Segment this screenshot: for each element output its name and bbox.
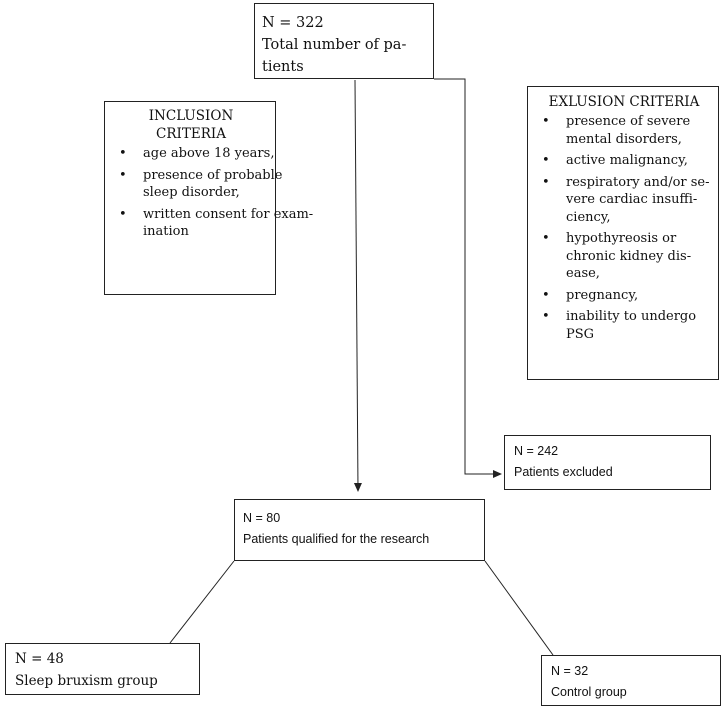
total-count: N = 322 (262, 15, 324, 31)
inclusion-item-text: written consent for exam- (143, 206, 314, 222)
exclusion-item-text: chronic kidney dis- (566, 248, 692, 264)
exclusion-item-text: presence of severe (566, 114, 691, 129)
sleep-bruxism-group-box: N = 48 Sleep bruxism group (5, 643, 200, 695)
inclusion-item-text: presence of probable (143, 167, 283, 183)
branch-line-control (484, 560, 554, 656)
inclusion-item: • age above 18 years, (113, 145, 275, 163)
patients-qualified-box: N = 80 Patients qualified for the resear… (234, 499, 485, 561)
exclusion-item-text: ease, (566, 266, 600, 281)
exclusion-item-text: mental disorders, (566, 131, 682, 147)
arrow-total-to-excluded (434, 78, 502, 478)
control-count: N = 32 (551, 664, 589, 678)
excluded-label: Patients excluded (514, 465, 613, 479)
patients-excluded-box: N = 242 Patients excluded (504, 435, 711, 490)
bullet-icon: • (542, 153, 550, 168)
inclusion-item-text: sleep disorder, (143, 185, 240, 200)
exclusion-title: EXLUSION CRITERIA (548, 94, 700, 110)
inclusion-list: • age above 18 years, • presence of probabl… (113, 145, 314, 241)
exclusion-item-text: active malignancy, (566, 153, 688, 168)
inclusion-item-text: age above 18 years, (143, 146, 275, 161)
exclusion-item: • active malignancy, (536, 152, 712, 170)
exclusion-item-text: hypothyreosis or (566, 231, 677, 246)
exclusion-item: • presence of severe mental disorders, (536, 113, 712, 148)
exclusion-item: • pregnancy, (536, 287, 712, 305)
exclusion-item: • hypothyreosis or chronic kidney dis-ease… (536, 230, 712, 283)
inclusion-title: INCLUSION CRITERIA (148, 108, 234, 142)
inclusion-item-text: ination (143, 224, 189, 239)
inclusion-item: • presence of probable sleep disorder, (113, 167, 283, 202)
total-patients-box: N = 322 Total number of pa- tients (254, 3, 434, 79)
branch-line-bruxism (169, 560, 235, 644)
bullet-icon: • (542, 309, 550, 324)
bruxism-count: N = 48 (15, 651, 64, 667)
inclusion-item: • written consent for exam-ination (113, 206, 314, 241)
exclusion-item: • respiratory and/or se-vere cardiac insu… (536, 174, 712, 227)
inclusion-criteria-box: INCLUSION CRITERIA •age above 18 years,•… (104, 101, 314, 295)
qualified-label: Patients qualified for the research (243, 532, 430, 546)
control-label: Control group (551, 685, 627, 699)
total-label-line1: Total number of pa- (262, 37, 407, 53)
exclusion-item-text: inability to undergo (566, 309, 697, 324)
bullet-icon: • (119, 146, 127, 161)
arrow-total-to-qualified (353, 79, 362, 492)
bullet-icon: • (542, 287, 550, 303)
exclusion-item-text: vere cardiac insuffi- (566, 192, 698, 207)
control-group-box: N = 32 Control group (541, 655, 721, 706)
excluded-count: N = 242 (514, 444, 559, 458)
exclusion-item-text: respiratory and/or se- (566, 174, 710, 190)
exclusion-item-text: PSG (566, 326, 595, 342)
exclusion-list: • presence of severe mental disorders, • act… (536, 113, 712, 343)
bullet-icon: • (119, 206, 127, 222)
exclusion-item-text: ciency, (566, 209, 611, 225)
qualified-count: N = 80 (243, 511, 281, 525)
exclusion-item-text: pregnancy, (566, 287, 639, 303)
total-label-line2: tients (262, 59, 304, 75)
bullet-icon: • (542, 174, 550, 190)
bullet-icon: • (542, 231, 550, 246)
bullet-icon: • (542, 114, 550, 129)
exclusion-criteria-box: EXLUSION CRITERIA • presence of severe men… (527, 86, 719, 380)
bullet-icon: • (119, 167, 127, 183)
bruxism-label: Sleep bruxism group (15, 673, 158, 689)
